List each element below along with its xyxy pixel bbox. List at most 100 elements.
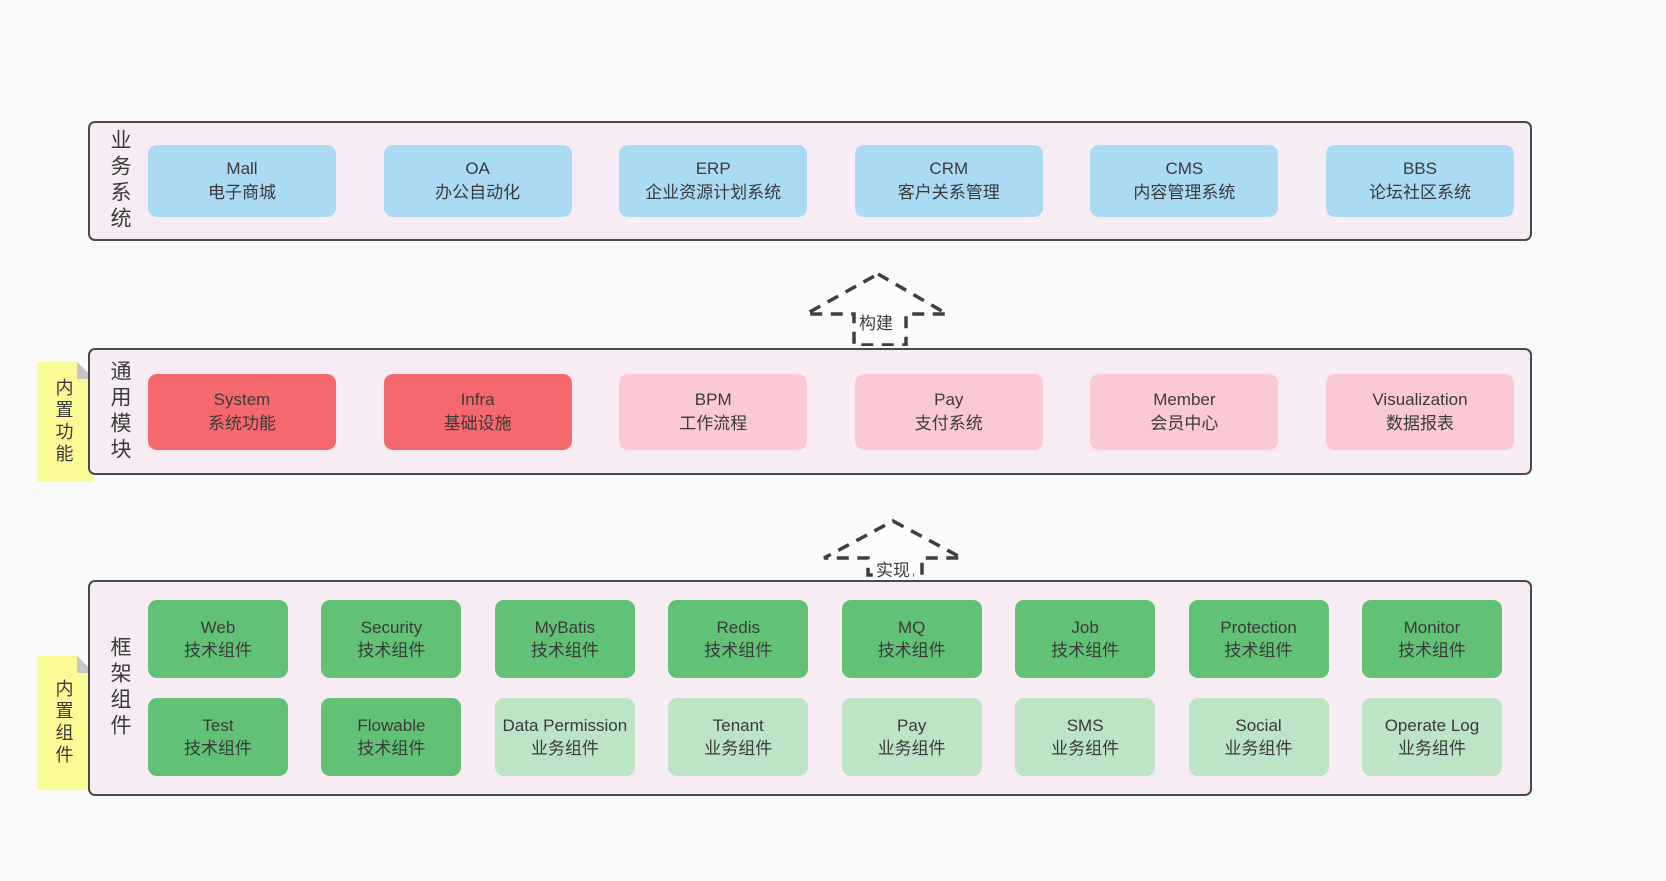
layer-business-systems: 业务系统 Mall 电子商城 OA 办公自动化 ERP 企业资源计划系统 CRM… <box>88 121 1532 241</box>
framework-row-1: Web 技术组件 Security 技术组件 MyBatis 技术组件 Redi… <box>148 600 1502 678</box>
box-system: System 系统功能 <box>148 373 336 450</box>
arrow-implement-label: 实现 <box>873 561 913 581</box>
box-desc: 系统功能 <box>208 413 276 433</box>
box-name: Member <box>1153 389 1216 409</box>
box-desc: 论坛社区系统 <box>1368 183 1471 202</box>
box-bbs: BBS 论坛社区系统 <box>1325 145 1514 217</box>
box-name: Data Permission <box>502 716 628 735</box>
box-desc: 基础设施 <box>443 413 512 433</box>
layer-label-common-modules: 通用模块 <box>90 350 148 473</box>
box-desc: 业务组件 <box>1224 739 1293 758</box>
box-name: Protection <box>1220 618 1297 637</box>
business-systems-row: Mall 电子商城 OA 办公自动化 ERP 企业资源计划系统 CRM 客户关系… <box>148 123 1530 239</box>
box-desc: 技术组件 <box>1051 641 1120 660</box>
box-erp: ERP 企业资源计划系统 <box>619 145 808 217</box>
box-redis: Redis 技术组件 <box>668 600 809 678</box>
box-desc: 办公自动化 <box>435 183 521 202</box>
box-pay-module: Pay 支付系统 <box>854 373 1043 450</box>
layer-label-business-systems: 业务系统 <box>90 123 148 239</box>
layer-label-framework-components: 框架组件 <box>90 582 148 794</box>
box-desc: 会员中心 <box>1150 413 1219 433</box>
box-desc: 数据报表 <box>1385 413 1454 433</box>
box-job: Job 技术组件 <box>1015 600 1156 678</box>
box-mybatis: MyBatis 技术组件 <box>494 600 635 678</box>
box-name: Redis <box>716 618 760 637</box>
box-desc: 业务组件 <box>1051 739 1120 758</box>
box-oa: OA 办公自动化 <box>383 145 572 217</box>
box-monitor: Monitor 技术组件 <box>1361 600 1502 678</box>
sticky-note-builtin-components: 内置组件 <box>37 656 94 790</box>
box-name: Job <box>1071 618 1099 637</box>
box-cms: CMS 内容管理系统 <box>1090 145 1279 217</box>
box-name: CMS <box>1165 159 1204 178</box>
box-name: MQ <box>897 618 926 637</box>
common-modules-row: System 系统功能 Infra 基础设施 BPM 工作流程 Pay 支付系统… <box>148 350 1530 473</box>
box-desc: 企业资源计划系统 <box>645 183 782 202</box>
box-desc: 业务组件 <box>704 739 773 758</box>
box-test: Test 技术组件 <box>148 698 288 776</box>
box-infra: Infra 基础设施 <box>383 373 572 450</box>
arrow-build: 构建 <box>804 270 948 346</box>
box-name: Monitor <box>1403 618 1461 637</box>
box-crm: CRM 客户关系管理 <box>854 145 1043 217</box>
up-arrow-icon <box>804 271 948 346</box>
layer-label-text: 框架组件 <box>108 636 131 740</box>
box-name: Pay <box>934 389 964 409</box>
box-desc: 技术组件 <box>877 641 946 660</box>
box-bpm: BPM 工作流程 <box>619 373 808 450</box>
box-name: CRM <box>929 159 969 178</box>
box-name: Tenant <box>712 716 764 735</box>
box-name: Pay <box>897 716 927 735</box>
box-name: System <box>213 389 271 409</box>
box-visualization: Visualization 数据报表 <box>1325 373 1514 450</box>
box-mq: MQ 技术组件 <box>841 600 982 678</box>
layer-framework-components: 框架组件 Web 技术组件 Security 技术组件 MyBatis 技术组件… <box>88 580 1532 796</box>
box-name: BPM <box>694 389 732 409</box>
sticky-note-text: 内置组件 <box>53 679 74 767</box>
box-desc: 技术组件 <box>357 739 426 758</box>
box-name: Web <box>200 618 236 637</box>
box-name: Flowable <box>357 716 426 735</box>
framework-row-2: Test 技术组件 Flowable 技术组件 Data Permission … <box>148 698 1502 776</box>
box-desc: 技术组件 <box>357 641 426 660</box>
layer-common-modules: 通用模块 System 系统功能 Infra 基础设施 BPM 工作流程 Pay… <box>88 348 1532 475</box>
box-desc: 业务组件 <box>530 739 599 758</box>
box-mall: Mall 电子商城 <box>148 145 336 217</box>
box-pay-component: Pay 业务组件 <box>841 698 982 776</box>
box-member: Member 会员中心 <box>1090 373 1279 450</box>
sticky-note-builtin-features: 内置功能 <box>37 362 94 482</box>
box-protection: Protection 技术组件 <box>1188 600 1329 678</box>
box-name: Social <box>1235 716 1282 735</box>
box-desc: 技术组件 <box>184 641 252 660</box>
box-desc: 技术组件 <box>1397 641 1466 660</box>
box-name: ERP <box>695 159 731 178</box>
box-web: Web 技术组件 <box>148 600 288 678</box>
box-name: BBS <box>1402 159 1437 178</box>
framework-components-rows: Web 技术组件 Security 技术组件 MyBatis 技术组件 Redi… <box>148 582 1530 794</box>
up-arrow-icon <box>823 519 963 577</box>
box-desc: 客户关系管理 <box>897 183 1000 202</box>
box-desc: 业务组件 <box>1397 739 1466 758</box>
box-social: Social 业务组件 <box>1188 698 1329 776</box>
box-name: SMS <box>1066 716 1104 735</box>
layer-label-text: 业务系统 <box>108 129 131 233</box>
box-security: Security 技术组件 <box>321 600 462 678</box>
box-tenant: Tenant 业务组件 <box>668 698 809 776</box>
box-desc: 工作流程 <box>679 413 748 433</box>
box-sms: SMS 业务组件 <box>1015 698 1156 776</box>
box-desc: 技术组件 <box>184 739 252 758</box>
box-data-permission: Data Permission 业务组件 <box>494 698 635 776</box>
box-operate-log: Operate Log 业务组件 <box>1361 698 1502 776</box>
box-name: Operate Log <box>1384 716 1480 735</box>
box-name: Test <box>202 716 234 735</box>
sticky-note-text: 内置功能 <box>53 378 74 466</box>
box-name: Infra <box>460 389 495 409</box>
box-desc: 电子商城 <box>208 183 276 202</box>
box-desc: 技术组件 <box>704 641 773 660</box>
box-name: Visualization <box>1372 389 1468 409</box>
layer-label-text: 通用模块 <box>108 359 131 464</box>
box-name: Security <box>360 618 423 637</box>
box-flowable: Flowable 技术组件 <box>321 698 462 776</box>
box-name: MyBatis <box>534 618 596 637</box>
box-name: Mall <box>226 159 258 178</box>
